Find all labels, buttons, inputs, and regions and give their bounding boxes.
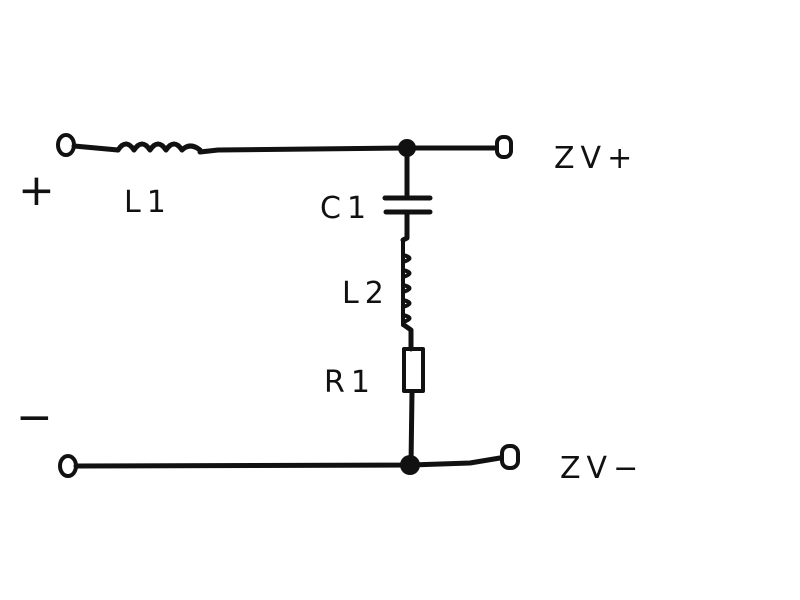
input-plus-label: + [18, 165, 55, 216]
wire-bottom-rail [73, 455, 503, 469]
wire-top-rail [197, 145, 499, 155]
wire-c1-to-l2 [400, 209, 410, 243]
output-plus-label: ZV+ [554, 141, 638, 176]
c1-label: C1 [320, 191, 372, 226]
output-plus-terminal [495, 135, 513, 159]
output-minus-label: ZV− [560, 451, 644, 486]
bottom-junction-node [400, 455, 420, 475]
r1-label: R1 [324, 365, 376, 400]
inductor-l1 [115, 141, 203, 153]
inductor-l2 [401, 238, 412, 327]
l1-label: L1 [124, 185, 172, 220]
wire-r1-to-bottom [408, 389, 415, 468]
input-plus-terminal [56, 133, 76, 157]
resistor-r1 [402, 347, 425, 393]
wire-l2-to-r1 [401, 322, 414, 352]
l2-label: L2 [342, 276, 390, 311]
input-minus-label: − [16, 392, 53, 443]
wire-input-to-l1 [71, 143, 121, 153]
output-minus-terminal [500, 444, 520, 470]
